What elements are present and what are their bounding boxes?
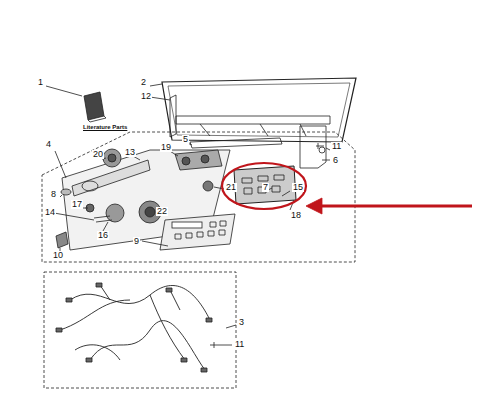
callout-number: 3 <box>238 318 245 327</box>
callout-number: 12 <box>140 92 152 101</box>
callout-number: 10 <box>52 251 64 260</box>
callout-number: 15 <box>292 183 304 192</box>
callout-number: 1 <box>37 78 44 87</box>
callout-number: 21 <box>225 183 237 192</box>
callout-number: 16 <box>97 231 109 240</box>
callout-number: 22 <box>156 207 168 216</box>
callout-number: 8 <box>50 190 57 199</box>
callout-number: 2 <box>140 78 147 87</box>
callout-number: 11 <box>331 142 342 151</box>
callout-number: 7 <box>262 183 269 192</box>
callout-number: 11 <box>234 340 245 349</box>
callout-number: 17 <box>71 200 83 209</box>
callout-number: 13 <box>124 148 136 157</box>
callout-number: 9 <box>133 237 140 246</box>
callout-number: 4 <box>45 140 52 149</box>
callout-number: 14 <box>44 208 56 217</box>
callout-number: 18 <box>290 211 302 220</box>
callout-number: 6 <box>332 156 339 165</box>
literature-label: Literature Parts <box>82 124 128 130</box>
callout-number: 5 <box>182 135 189 144</box>
callout-number: 20 <box>92 150 104 159</box>
callout-number: 19 <box>160 143 172 152</box>
